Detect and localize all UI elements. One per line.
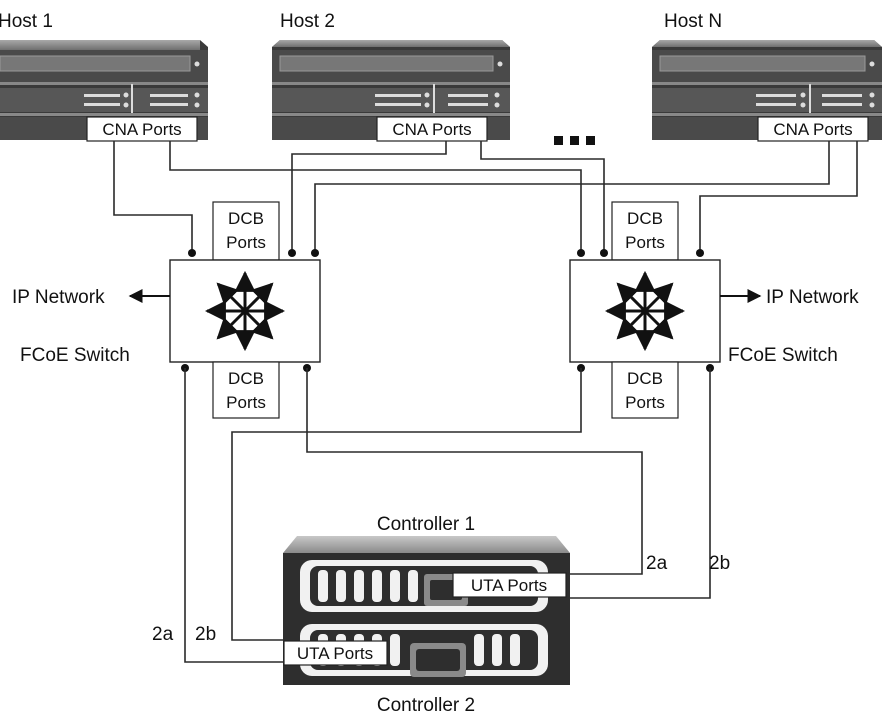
host-n: Host N CNA Ports [652, 11, 882, 142]
host-1-label: Host 1 [0, 11, 53, 32]
host-n-label: Host N [664, 11, 722, 32]
host-2-label: Host 2 [280, 11, 335, 32]
host-2-cna-ports-label: CNA Ports [392, 120, 471, 139]
host-2-server [272, 40, 510, 140]
right-switch-bottom-dcb-ports [611, 361, 679, 419]
left-switch-label: FCoE Switch [20, 345, 130, 366]
controller-enclosure: Controller 1 [283, 514, 570, 715]
switch-to-controller-cables [184, 368, 711, 663]
host-n-cna-ports-label: CNA Ports [773, 120, 852, 139]
left-switch-top-dcb-ports [212, 201, 280, 261]
left-ip-network-label: IP Network [12, 287, 105, 308]
right-switch-arrows-icon [604, 270, 686, 352]
right-switch-label: FCoE Switch [728, 345, 838, 366]
host-to-switch-cables [113, 141, 858, 253]
controller-2-uta-ports [283, 640, 388, 666]
right-bottom-ports-label: Ports [625, 393, 665, 412]
left-top-dcb-label: DCB [228, 209, 264, 228]
host-n-cna-ports [757, 116, 869, 142]
host-2-cna-ports [376, 116, 488, 142]
right-top-ports-label: Ports [625, 233, 665, 252]
controller-1-label: Controller 1 [377, 514, 475, 535]
host-1-cna-ports-label: CNA Ports [102, 120, 181, 139]
left-bottom-dcb-label: DCB [228, 369, 264, 388]
host-1-cna-ports [86, 116, 198, 142]
left-top-ports-label: Ports [226, 233, 266, 252]
controller-2-link-2b: 2b [195, 624, 216, 645]
left-switch-bottom-dcb-ports [212, 361, 280, 419]
controller-2-link-2a: 2a [152, 624, 174, 645]
host-2: Host 2 CNA Ports [272, 11, 510, 142]
left-switch-arrows-icon [204, 270, 286, 352]
right-bottom-dcb-label: DCB [627, 369, 663, 388]
controller-2-uta-ports-label: UTA Ports [297, 644, 373, 663]
controller-1-link-2a: 2a [646, 553, 668, 574]
left-bottom-ports-label: Ports [226, 393, 266, 412]
right-top-dcb-label: DCB [627, 209, 663, 228]
fcoe-switch-right: DCB Ports DCB Ports IP Network FCoE Swit… [569, 201, 859, 419]
right-ip-network-label: IP Network [766, 287, 859, 308]
right-switch-top-dcb-ports [611, 201, 679, 261]
controller-1-uta-ports-label: UTA Ports [471, 576, 547, 595]
host-1: Host 1 CNA Ports [0, 11, 208, 142]
fcoe-switch-left: DCB Ports DCB Ports IP Network FCoE Swit… [12, 201, 321, 419]
controller-2-label: Controller 2 [377, 695, 475, 715]
more-hosts-ellipsis [554, 136, 595, 145]
controller-1-uta-ports [452, 572, 567, 598]
controller-1-link-2b: 2b [709, 553, 730, 574]
